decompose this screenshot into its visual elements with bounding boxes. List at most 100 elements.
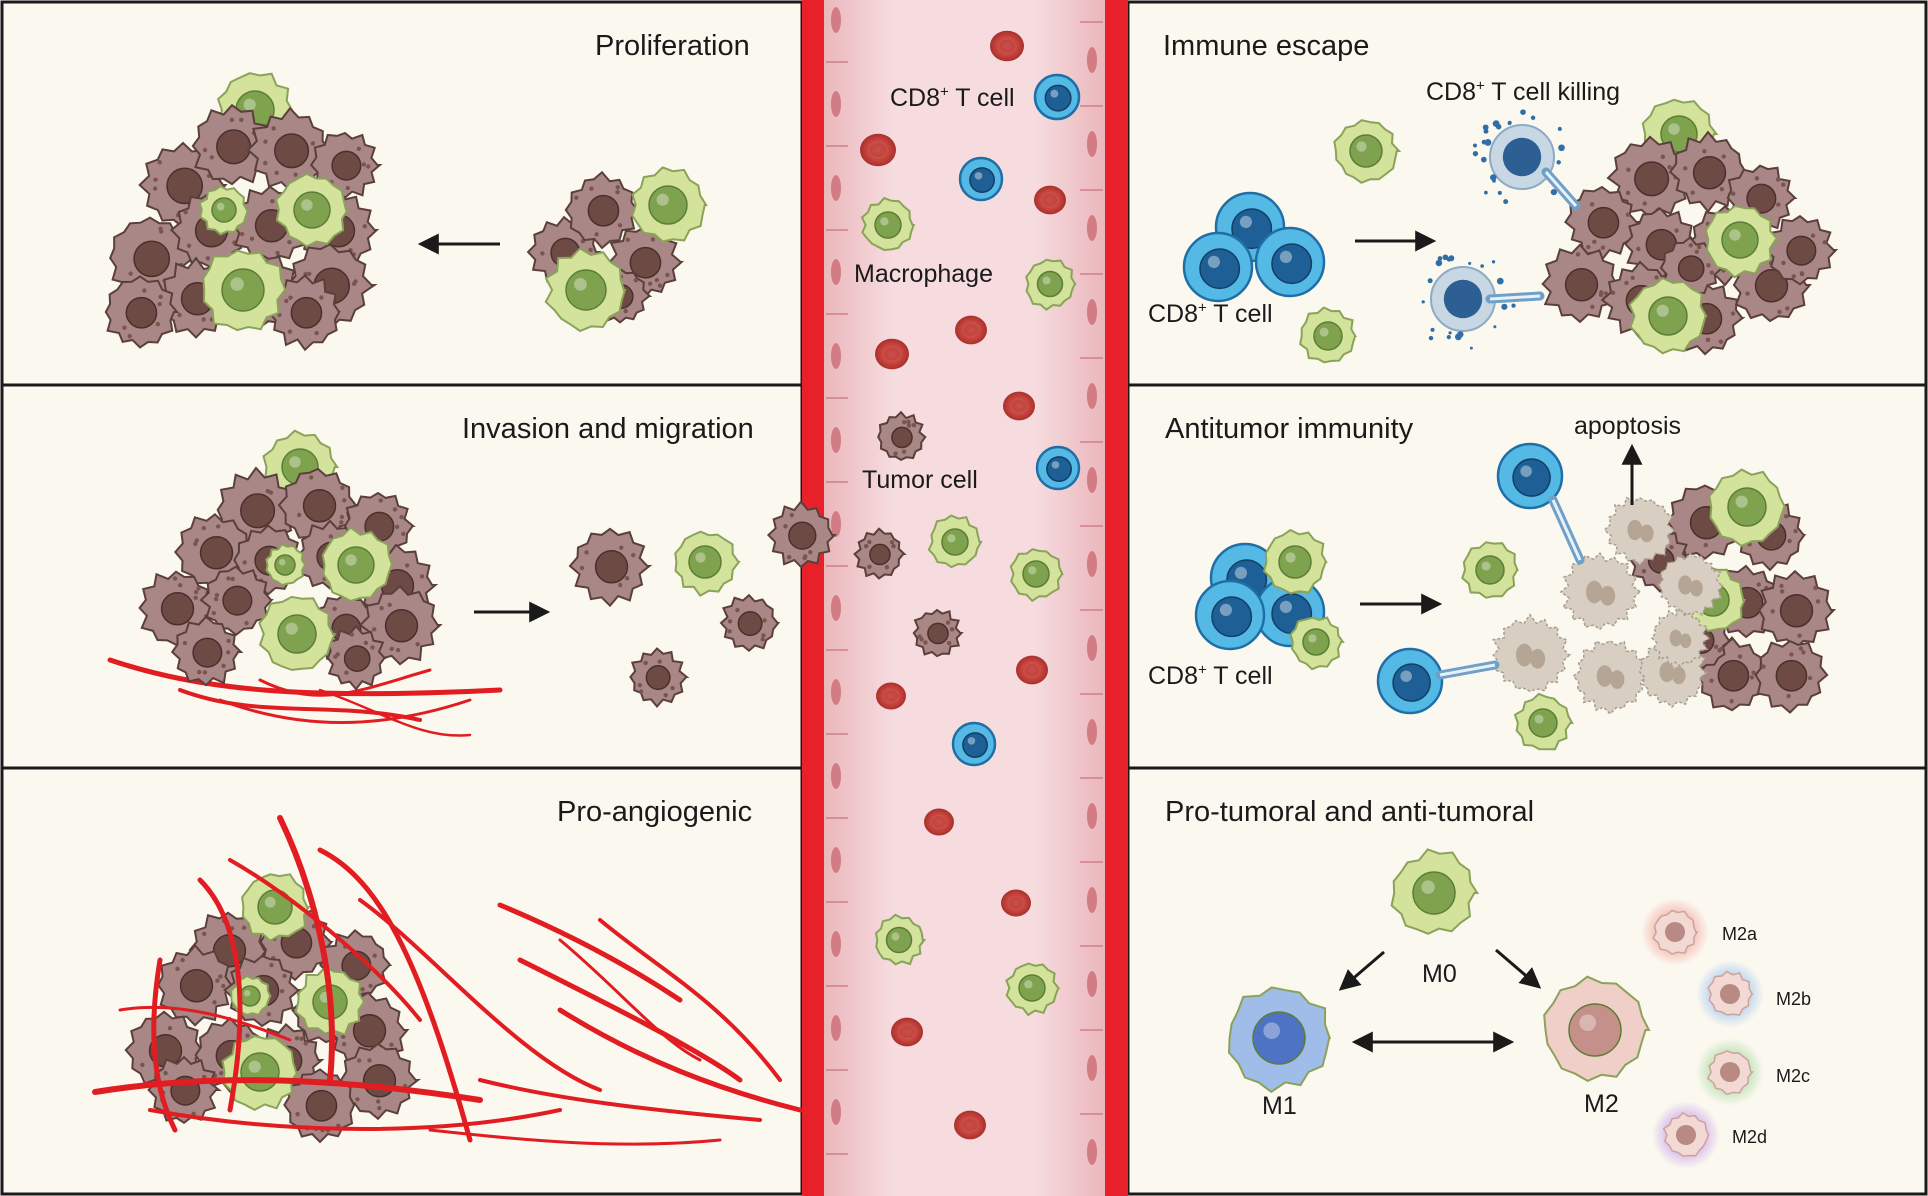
red-blood-cell	[876, 682, 906, 710]
prolif-macrophage	[198, 185, 250, 236]
antitumor-tumor-cell	[1754, 639, 1829, 714]
vessel-macrophage-3	[1009, 548, 1064, 603]
escape-macrophage	[1704, 204, 1781, 279]
m2a-label: M2a	[1722, 924, 1758, 944]
invasion-macrophage	[258, 595, 337, 671]
antitumor-tcell-label: CD8+ T cell	[1148, 661, 1273, 690]
escape-tumor-cell	[1564, 185, 1641, 262]
vessel-t-cell-0	[1033, 73, 1081, 121]
vessel-t-cell-1	[958, 156, 1004, 202]
escape-macrophage	[1628, 276, 1708, 355]
vessel-tumor-cell-2	[912, 608, 964, 658]
vessel-tumor-label: Tumor cell	[862, 466, 978, 494]
title-angiogenic: Pro-angiogenic	[557, 796, 753, 828]
prolif-tumor-cell	[104, 275, 180, 349]
red-blood-cell	[875, 338, 909, 370]
m2c-macrophage	[1696, 1038, 1764, 1106]
migrating-tumor-cell	[719, 593, 781, 653]
antitumor-macrophage	[1289, 616, 1345, 671]
invasion-macrophage	[321, 526, 394, 603]
antitumor-macrophage	[1708, 468, 1787, 548]
m0-to-m1-arrow	[1338, 950, 1385, 991]
vessel-t-cell-2	[1035, 445, 1081, 491]
left-panel-cells	[92, 72, 838, 1146]
apoptotic-cell	[1491, 613, 1572, 693]
title-proliferation: Proliferation	[595, 30, 750, 62]
red-blood-cell	[891, 1017, 923, 1047]
arrows	[417, 230, 1643, 1053]
tcr-synapse	[1485, 291, 1545, 304]
prolif-small-tumor-cell	[564, 170, 642, 250]
m0-label: M0	[1422, 960, 1457, 988]
title-antitumor: Antitumor immunity	[1165, 413, 1414, 445]
prolif-macrophage	[275, 172, 350, 248]
prolif-tumor-cell	[267, 274, 341, 352]
red-blood-cell	[1003, 391, 1035, 421]
m2c-label: M2c	[1776, 1066, 1811, 1086]
vessel-macrophage-0	[860, 196, 916, 252]
invasion-tumor-cell	[170, 615, 244, 687]
m2-label: M2	[1584, 1090, 1619, 1118]
invasion-tumor-cell	[326, 624, 387, 691]
panel-immune-escape	[1126, 0, 1928, 387]
antitumor-macrophage	[1262, 528, 1328, 595]
red-blood-cell	[860, 133, 896, 167]
apoptotic-cell	[1657, 552, 1725, 619]
apoptotic-cell	[1559, 552, 1643, 631]
invasion-tumor-cell	[199, 565, 274, 637]
red-blood-cell	[1016, 655, 1048, 685]
prolif-small-macrophage	[544, 247, 627, 333]
m1-label: M1	[1262, 1092, 1297, 1120]
antitumor-macrophage	[1461, 541, 1519, 599]
angio-tumor-cell	[339, 1042, 422, 1121]
vessel-macrophage-5	[1005, 962, 1061, 1017]
m1-macrophage	[1227, 986, 1332, 1094]
escape-tumor-cell	[1606, 135, 1693, 219]
antitumor-tumor-cell	[1757, 569, 1837, 651]
angio-tumor-cell	[283, 1068, 356, 1144]
migrating-tumor-cell	[766, 500, 838, 569]
escape-tumor-cell	[1541, 243, 1622, 324]
red-blood-cell	[1001, 889, 1031, 917]
escape-macrophage	[1299, 306, 1358, 364]
antitumor-t-cell	[1194, 579, 1266, 651]
title-immune-escape: Immune escape	[1163, 30, 1370, 62]
exhausted-t-cell	[1472, 109, 1565, 205]
apoptotic-cell	[1650, 606, 1713, 668]
escape-t-cell	[1254, 226, 1326, 298]
migrating-tumor-cell	[629, 647, 690, 709]
angio-tumor-cell	[157, 943, 237, 1027]
escape-tcell-label: CD8+ T cell	[1148, 299, 1273, 328]
escape-t-cell	[1182, 231, 1254, 303]
vessel-tumor-cell-1	[853, 527, 907, 580]
vessel-cells	[853, 30, 1081, 1140]
tcr-synapse	[1548, 495, 1585, 565]
escape-macrophage	[1333, 119, 1402, 184]
red-blood-cell	[955, 315, 987, 345]
title-invasion: Invasion and migration	[462, 413, 754, 445]
apoptotic-cell	[1572, 639, 1650, 715]
title-polarization: Pro-tumoral and anti-tumoral	[1165, 796, 1535, 828]
panel-angiogenic	[0, 766, 804, 1196]
vessel-wall-left	[802, 0, 824, 1196]
migrating-macrophage	[674, 530, 741, 597]
vessel-macrophage-1	[1025, 258, 1077, 311]
antitumor-killer-t-cell	[1496, 442, 1564, 510]
red-blood-cell	[924, 808, 954, 836]
killing-label: CD8+ T cell killing	[1426, 77, 1621, 106]
migrating-tumor-cell	[568, 527, 653, 608]
m2a-macrophage	[1641, 898, 1709, 966]
red-blood-cell	[1034, 185, 1066, 215]
vessel-macrophage-label: Macrophage	[854, 260, 993, 288]
vessel-tcell-label: CD8+ T cell	[890, 83, 1015, 112]
red-blood-cell	[990, 30, 1024, 62]
endothelium	[826, 7, 1103, 1165]
red-blood-cell	[954, 1110, 986, 1140]
vessel-tumor-cell-0	[877, 410, 927, 462]
m2b-label: M2b	[1776, 989, 1812, 1009]
vessel-macrophage-2	[927, 514, 983, 569]
angio-vessels	[92, 815, 803, 1146]
antitumor-macrophage	[1513, 692, 1574, 751]
